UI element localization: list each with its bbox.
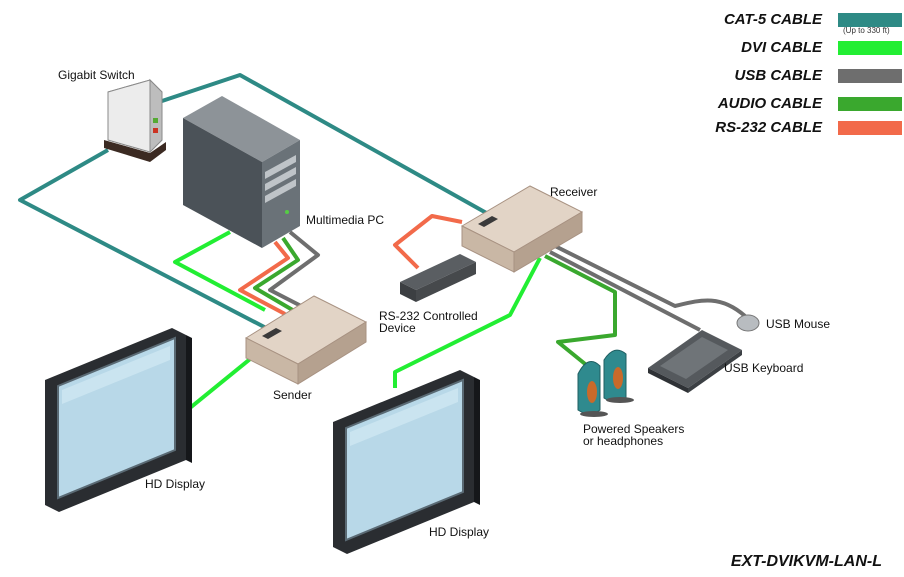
usb-keyboard-icon — [648, 330, 742, 393]
legend-cat5-swatch — [838, 13, 902, 27]
gigabit-switch-icon — [104, 78, 166, 162]
usb-keyboard-label: USB Keyboard — [724, 361, 804, 375]
rs232-device-label-line2: Device — [379, 321, 416, 335]
audio-cable-receiver-to-speakers — [544, 254, 617, 374]
sender-icon — [244, 295, 368, 385]
usb-cable-receiver-to-mouse — [554, 244, 747, 318]
speakers-label-line1: Powered Speakers — [583, 422, 685, 436]
legend-cat5-label: CAT-5 CABLE — [723, 11, 822, 28]
legend-rs232-swatch — [838, 121, 902, 135]
usb-cable-receiver-to-keyboard — [549, 250, 701, 332]
dvi-cable-pc-to-sender — [173, 230, 266, 312]
rs232-device-icon — [400, 254, 476, 302]
hd-display-left-icon — [45, 328, 192, 512]
multimedia-pc-icon — [183, 96, 300, 248]
rs232-cable-pc-to-sender — [238, 240, 290, 316]
dvi-cable-sender-to-left-display — [183, 353, 257, 414]
sender-label: Sender — [273, 388, 312, 402]
legend-usb-label: USB CABLE — [734, 67, 822, 84]
hd-display-right-label: HD Display — [429, 525, 490, 539]
legend-audio-swatch — [838, 97, 902, 111]
hd-display-right-icon — [333, 370, 480, 554]
speakers-label-line2: or headphones — [583, 434, 664, 448]
dvi-cable-receiver-to-right-display — [393, 257, 542, 388]
rs232-device-label-line1: RS-232 Controlled — [379, 309, 478, 323]
gigabit-switch-label: Gigabit Switch — [58, 68, 135, 82]
cat5-cable-switch-to-sender — [18, 148, 271, 332]
receiver-label: Receiver — [550, 185, 598, 199]
legend-audio-label: AUDIO CABLE — [717, 95, 822, 112]
multimedia-pc-label: Multimedia PC — [306, 213, 385, 227]
hd-display-left-label: HD Display — [145, 477, 206, 491]
usb-mouse-icon — [736, 314, 760, 332]
legend-usb-swatch — [838, 69, 902, 83]
rs232-cable-receiver-to-device — [393, 214, 463, 270]
legend-dvi-swatch — [838, 41, 902, 55]
audio-cable-pc-to-sender — [253, 236, 300, 314]
legend-dvi-label: DVI CABLE — [741, 39, 822, 56]
legend-rs232-label: RS-232 CABLE — [715, 119, 822, 136]
legend-cat5-note: (Up to 330 ft) — [843, 26, 890, 35]
receiver-icon — [460, 185, 584, 273]
model-number: EXT-DVIKVM-LAN-L — [730, 553, 882, 570]
speakers-icon — [577, 349, 634, 417]
usb-mouse-label: USB Mouse — [766, 317, 831, 331]
usb-cable-pc-to-sender — [268, 230, 320, 310]
cat5-cable-switch-to-receiver — [149, 73, 491, 217]
